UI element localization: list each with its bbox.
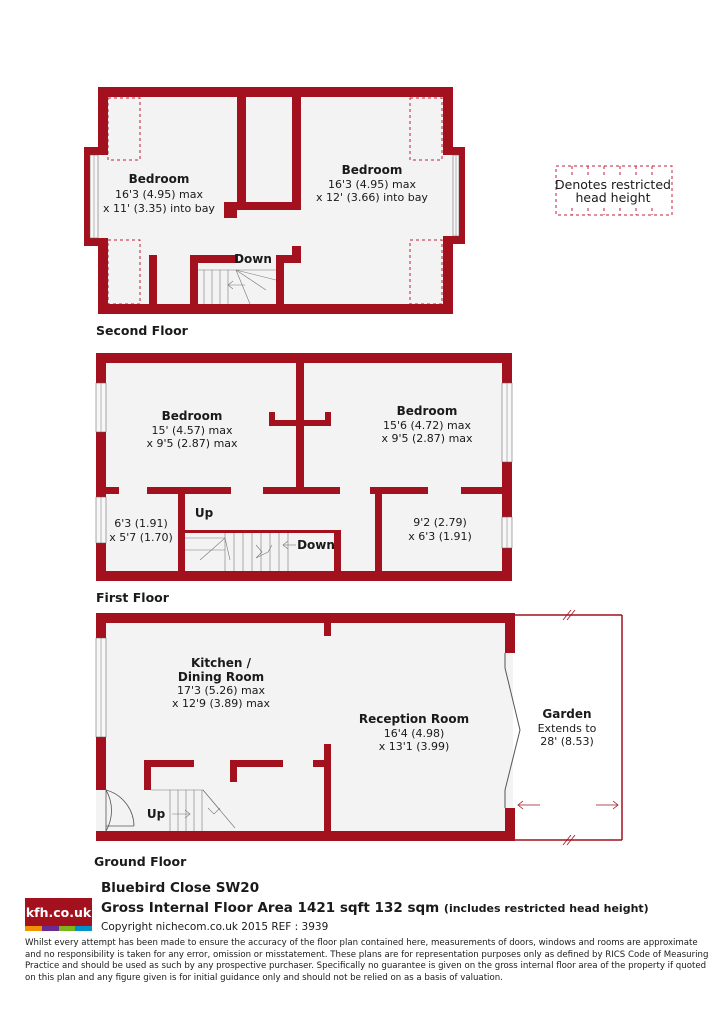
kitchen-title2: Dining Room (178, 670, 264, 684)
second-floor-name: Second Floor (96, 323, 189, 338)
logo-color-bar (25, 926, 92, 931)
floor-plan: Bedroom 16'3 (4.95) max x 11' (3.35) int… (84, 87, 673, 869)
second-floor-plan: Bedroom 16'3 (4.95) max x 11' (3.35) int… (84, 87, 465, 338)
first-floor-bedroom-left-dim2: x 9'5 (2.87) max (146, 437, 238, 450)
first-floor-stairs-up: Up (195, 506, 214, 520)
disclaimer: Whilst every attempt has been made to en… (25, 938, 709, 983)
first-floor-bedroom-right-title: Bedroom (397, 404, 458, 418)
first-floor-bedroom-left-dim1: 15' (4.57) max (151, 424, 233, 437)
garden-break-marks (562, 609, 576, 846)
walls (96, 613, 515, 841)
stairs (198, 269, 277, 305)
second-floor-bedroom-left-dim1: 16'3 (4.95) max (115, 188, 204, 201)
legend: Denotes restricted head height (555, 165, 673, 216)
second-floor-stairs-label: Down (234, 252, 272, 266)
kitchen-title1: Kitchen / (191, 656, 252, 670)
second-floor-bedroom-right-dim1: 16'3 (4.95) max (328, 178, 417, 191)
ground-floor-stairs-up: Up (147, 807, 166, 821)
kfh-logo[interactable]: kfh.co.uk (25, 898, 92, 931)
first-floor-bedroom-right-dim2: x 9'5 (2.87) max (381, 432, 473, 445)
legend-line2: head height (575, 190, 650, 205)
legend-line1: Denotes restricted (555, 177, 671, 192)
stairs (151, 789, 236, 831)
second-floor-bedroom-right-dim2: x 12' (3.66) into bay (316, 191, 428, 204)
garden-line3: 28' (8.53) (540, 735, 594, 748)
second-floor-bedroom-left-title: Bedroom (129, 172, 190, 186)
first-floor-small-right-dim2: x 6'3 (1.91) (408, 530, 472, 543)
legend-dashed-box (555, 165, 673, 216)
gia-main: Gross Internal Floor Area 1421 sqft 132 … (101, 900, 440, 916)
walls (84, 87, 465, 314)
first-floor-stairs-down: Down (297, 538, 335, 552)
second-floor-bedroom-left-dim2: x 11' (3.35) into bay (103, 202, 215, 215)
kitchen-dim2: x 12'9 (3.89) max (172, 697, 271, 710)
copyright: Copyright nichecom.co.uk 2015 REF : 3939 (101, 921, 329, 933)
reception-dim2: x 13'1 (3.99) (379, 740, 450, 753)
first-floor-bedroom-left-title: Bedroom (162, 409, 223, 423)
reception-dim1: 16'4 (4.98) (384, 727, 445, 740)
garden-line2: Extends to (538, 722, 597, 735)
first-floor-small-left-dim1: 6'3 (1.91) (114, 517, 168, 530)
first-floor-bedroom-right-dim1: 15'6 (4.72) max (383, 419, 472, 432)
kitchen-dim1: 17'3 (5.26) max (177, 684, 266, 697)
ground-floor-name: Ground Floor (94, 854, 187, 869)
walls (96, 353, 512, 581)
first-floor-name: First Floor (96, 590, 170, 605)
logo-text: kfh.co.uk (25, 898, 92, 926)
ground-floor-plan: Kitchen / Dining Room 17'3 (5.26) max x … (94, 609, 623, 869)
front-door (105, 788, 135, 833)
garden-title: Garden (542, 707, 591, 721)
reception-title: Reception Room (359, 712, 469, 726)
first-floor-small-left-dim2: x 5'7 (1.70) (109, 531, 173, 544)
gross-internal-area: Gross Internal Floor Area 1421 sqft 132 … (101, 900, 649, 916)
garden-arrows (517, 800, 619, 810)
stairs (185, 533, 296, 571)
second-floor-bedroom-right-title: Bedroom (342, 163, 403, 177)
first-floor-plan: Bedroom 15' (4.57) max x 9'5 (2.87) max … (95, 353, 513, 605)
first-floor-small-right-dim1: 9'2 (2.79) (413, 516, 467, 529)
gia-note: (includes restricted head height) (443, 902, 649, 915)
property-address: Bluebird Close SW20 (101, 880, 260, 896)
